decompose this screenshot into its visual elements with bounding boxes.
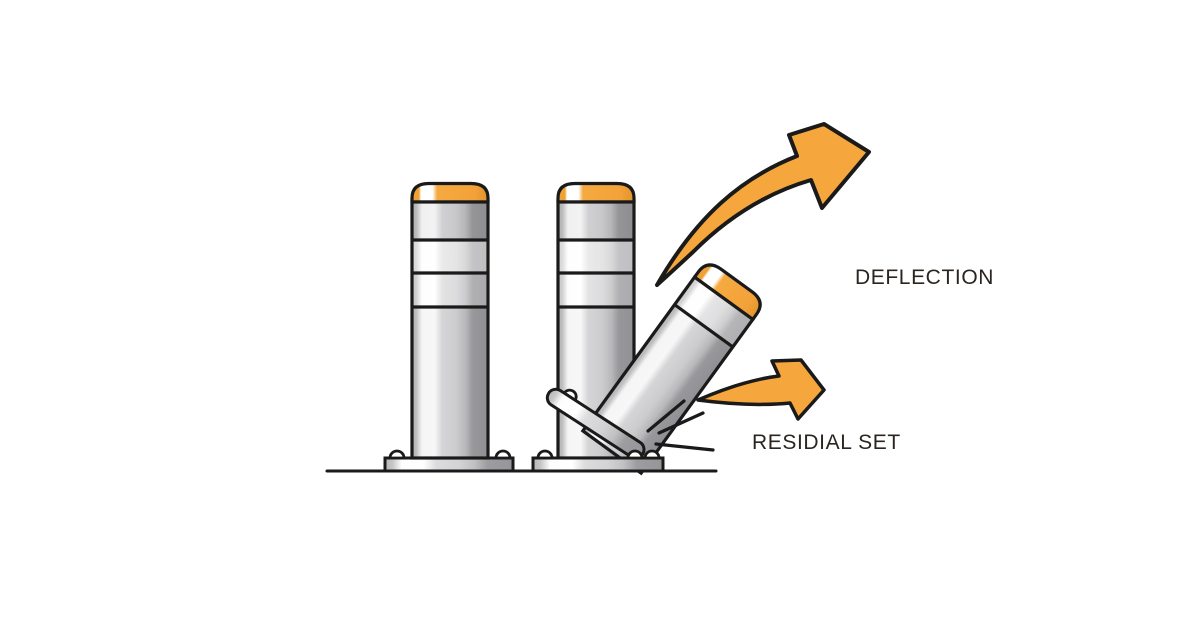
reflective-band <box>412 273 488 307</box>
base-plate-right <box>531 449 665 473</box>
impact-lines <box>646 399 715 452</box>
deflected-bollard <box>580 263 762 476</box>
bollard-cap <box>692 263 762 322</box>
upright-bollard-left <box>383 181 515 473</box>
band-shade <box>558 202 634 240</box>
reflective-band <box>412 240 488 273</box>
base-plate-left <box>383 456 515 473</box>
band-shade <box>412 307 488 458</box>
deflection-arrow-icon <box>655 122 871 287</box>
residual-set-arrow-icon <box>696 358 826 421</box>
anchor-bolt <box>536 449 554 460</box>
bollard-outline <box>580 274 756 476</box>
bollard-body <box>412 202 488 458</box>
reflective-band <box>674 277 753 347</box>
bollard-outline <box>410 200 490 460</box>
anchor-bolt <box>388 449 406 460</box>
deflection-label: DEFLECTION <box>855 266 995 289</box>
bollard-cap <box>556 181 636 204</box>
residual-set-label: RESIDIAL SET <box>752 431 901 454</box>
anchor-bolt <box>643 449 661 460</box>
bent-base-strip <box>545 387 646 460</box>
band-line <box>673 303 734 349</box>
bollard-cap <box>410 181 490 204</box>
strip-bar <box>545 387 646 460</box>
plate <box>531 456 665 473</box>
bollard-body <box>582 277 753 474</box>
band-shade <box>412 202 488 240</box>
anchor-bolt <box>494 449 512 460</box>
reflective-band <box>558 240 634 273</box>
reflective-band <box>558 273 634 307</box>
anchor-bolt <box>626 449 644 460</box>
